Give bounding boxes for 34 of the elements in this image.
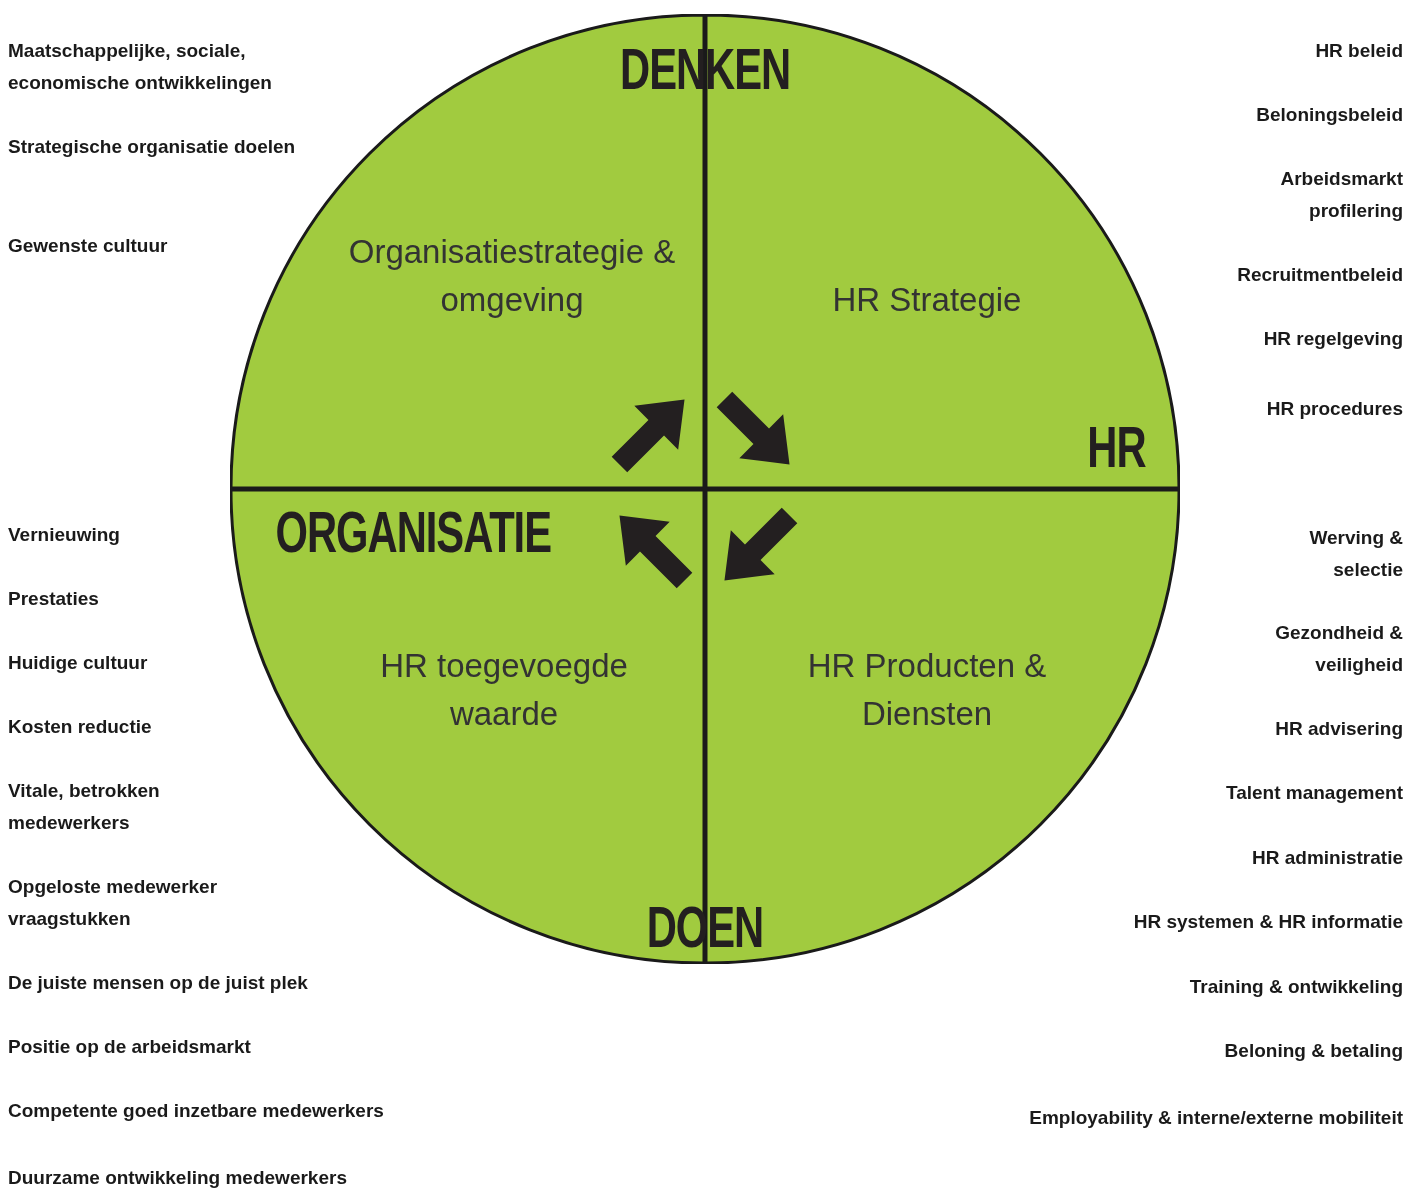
side-note: Competente goed inzetbare medewerkers	[8, 1099, 384, 1123]
side-note: Beloning & betaling	[1224, 1039, 1403, 1063]
side-note: Gezondheid & veiligheid	[1274, 621, 1403, 677]
side-note: HR regelgeving	[1263, 327, 1403, 351]
side-note: Employability & interne/externe mobiliteit	[1029, 1106, 1403, 1130]
side-note: HR systemen & HR informatie	[1133, 910, 1403, 934]
quadrant-heading: HR	[1086, 418, 1146, 476]
side-note: HR beleid	[1315, 39, 1403, 63]
side-note: Huidige cultuur	[8, 651, 148, 675]
side-note: HR procedures	[1266, 397, 1403, 421]
side-note: Beloningsbeleid	[1256, 103, 1403, 127]
side-note: HR administratie	[1252, 846, 1403, 870]
side-note: Vitale, betrokken medewerkers	[8, 779, 161, 835]
quadrant-title: Organisatiestrategie & omgeving	[347, 232, 677, 320]
quadrant-title: HR Producten & Diensten	[806, 646, 1048, 734]
side-note: Duurzame ontwikkeling medewerkers	[8, 1166, 347, 1190]
side-note: Kosten reductie	[8, 715, 152, 739]
side-note: Training & ontwikkeling	[1189, 975, 1403, 999]
side-note: Maatschappelijke, sociale, economische ontwikkelingen	[8, 39, 273, 95]
side-note: Werving & selectie	[1308, 526, 1403, 582]
side-note: Prestaties	[8, 587, 99, 611]
side-note: Recruitmentbeleid	[1237, 263, 1403, 287]
side-note: Positie op de arbeidsmarkt	[8, 1035, 251, 1059]
quadrant-heading: ORGANISATIE	[275, 503, 551, 561]
side-note: Opgeloste medewerker vraagstukken	[8, 875, 219, 931]
side-note: Strategische organisatie doelen	[8, 135, 296, 159]
side-note: De juiste mensen op de juist plek	[8, 971, 308, 995]
side-note: Arbeidsmarkt profilering	[1279, 167, 1403, 223]
quadrant-title: HR toegevoegde waarde	[379, 646, 629, 734]
side-note: Talent management	[1225, 781, 1403, 805]
side-note: HR advisering	[1275, 717, 1403, 741]
quadrant-title: HR Strategie	[831, 280, 1023, 320]
side-note: Gewenste cultuur	[8, 234, 168, 258]
side-note: Vernieuwing	[8, 523, 120, 547]
